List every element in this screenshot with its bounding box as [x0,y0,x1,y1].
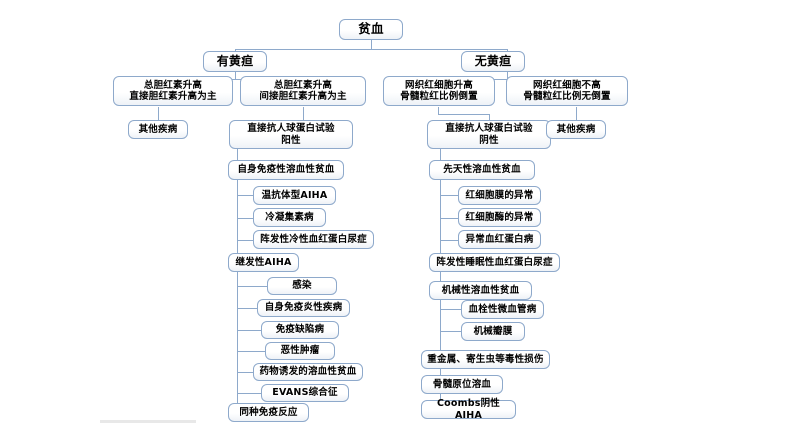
connector-retic-high-down [438,107,439,114]
node-total-bilirubin-indirect[interactable]: 总胆红素升高 间接胆红素升高为主 [240,76,366,106]
connector-intramed-to-coombsneg [440,392,441,402]
connector-coombs-pos-down [303,114,304,120]
node-immunodeficiency-disease[interactable]: 免疫缺陷病 [261,321,339,339]
node-paroxysmal-nocturnal-hemoglobinuria[interactable]: 阵发性睡眠性血红蛋白尿症 [429,253,560,272]
node-autoimmune-inflammatory-disease[interactable]: 自身免疫炎性疾病 [257,299,350,317]
node-autoimmune-hemolytic-anemia[interactable]: 自身免疫性溶血性贫血 [228,160,344,180]
connector-pnh-to-mech [440,272,441,281]
node-warm-antibody-aiha[interactable]: 温抗体型AIHA [253,186,336,205]
connector-secondary-spine [237,272,238,403]
connector-toxic-to-intramed [440,368,441,378]
connector-level2-bus [235,49,507,50]
node-malignant-tumor[interactable]: 恶性肿瘤 [265,342,335,360]
node-coombs-test-positive[interactable]: 直接抗人球蛋白试验 阳性 [229,120,353,149]
node-paroxysmal-cold-hemoglobinuria[interactable]: 阵发性冷性血红蛋白尿症 [253,230,374,249]
node-mechanical-valve[interactable]: 机械瓣膜 [461,322,525,341]
connector-root-down [371,39,372,49]
connector-jy-bus [168,79,303,80]
node-coombs-test-negative[interactable]: 直接抗人球蛋白试验 阴性 [427,120,551,149]
connector-sec-child-3 [237,330,261,331]
node-root-anemia[interactable]: 贫血 [339,19,403,40]
node-mechanical-hemolytic-anemia[interactable]: 机械性溶血性贫血 [429,281,532,300]
connector-cong-child-2 [440,218,458,219]
node-jaundice-no[interactable]: 无黄疸 [461,51,525,72]
footer-rule [100,420,196,423]
connector-mech-child-2 [440,331,461,332]
connector-aiha-spine [237,172,238,262]
connector-mech-child-1 [440,309,461,310]
node-heavy-metal-parasite-toxic-injury[interactable]: 重金属、寄生虫等毒性损伤 [421,350,550,369]
node-infection[interactable]: 感染 [267,277,337,295]
node-other-disease-left[interactable]: 其他疾病 [128,120,188,139]
connector-coombsneg-to-congenital [440,148,441,160]
connector-jy-down [235,71,236,79]
node-rbc-enzyme-abnormality[interactable]: 红细胞酶的异常 [458,208,541,227]
node-abnormal-hemoglobinopathy[interactable]: 异常血红蛋白病 [458,230,541,249]
connector-tbil-direct-to-other [158,107,159,120]
connector-mech-spine [440,294,441,350]
connector-coombs-neg-bus [438,114,489,115]
connector-coombspos-to-aiha [237,148,238,160]
connector-cong-child-1 [440,195,458,196]
connector-congenital-spine [440,172,441,262]
connector-aiha-child-1 [237,195,253,196]
node-alloimmune-reaction[interactable]: 同种免疫反应 [228,403,309,422]
node-reticulocyte-normal[interactable]: 网织红细胞不高 骨髓粒红比例无倒置 [506,76,628,106]
connector-tbil-indirect-down [303,107,304,114]
node-rbc-membrane-abnormality[interactable]: 红细胞膜的异常 [458,186,541,205]
node-reticulocyte-high[interactable]: 网织红细胞升高 骨髓粒红比例倒置 [383,76,495,106]
connector-sec-child-1 [237,286,267,287]
node-drug-induced-hemolytic-anemia[interactable]: 药物诱发的溶血性贫血 [253,363,363,381]
connector-aiha-child-3 [237,240,253,241]
connector-sec-child-5 [237,372,253,373]
connector-sec-child-2 [237,308,257,309]
node-thrombotic-microangiopathy[interactable]: 血栓性微血管病 [461,300,544,319]
node-congenital-hemolytic-anemia[interactable]: 先天性溶血性贫血 [429,160,535,180]
node-secondary-aiha[interactable]: 继发性AIHA [228,253,299,272]
node-intramedullary-hemolysis[interactable]: 骨髓原位溶血 [421,375,503,394]
node-total-bilirubin-direct[interactable]: 总胆红素升高 直接胆红素升高为主 [113,76,233,106]
connector-aiha-child-2 [237,218,253,219]
node-other-disease-right[interactable]: 其他疾病 [546,120,606,139]
connector-sec-child-4 [237,351,265,352]
node-coombs-negative-aiha[interactable]: Coombs阴性AIHA [421,398,516,421]
node-cold-agglutinin-disease[interactable]: 冷凝集素病 [253,208,326,227]
connector-coombs-neg-down [489,114,490,120]
connector-retic-normal-to-other [576,107,577,120]
node-evans-syndrome[interactable]: EVANS综合征 [261,384,349,402]
connector-cong-child-3 [440,240,458,241]
connector-jn-down [507,71,508,79]
node-jaundice-yes[interactable]: 有黄疸 [203,51,267,72]
connector-sec-child-6 [237,393,261,394]
